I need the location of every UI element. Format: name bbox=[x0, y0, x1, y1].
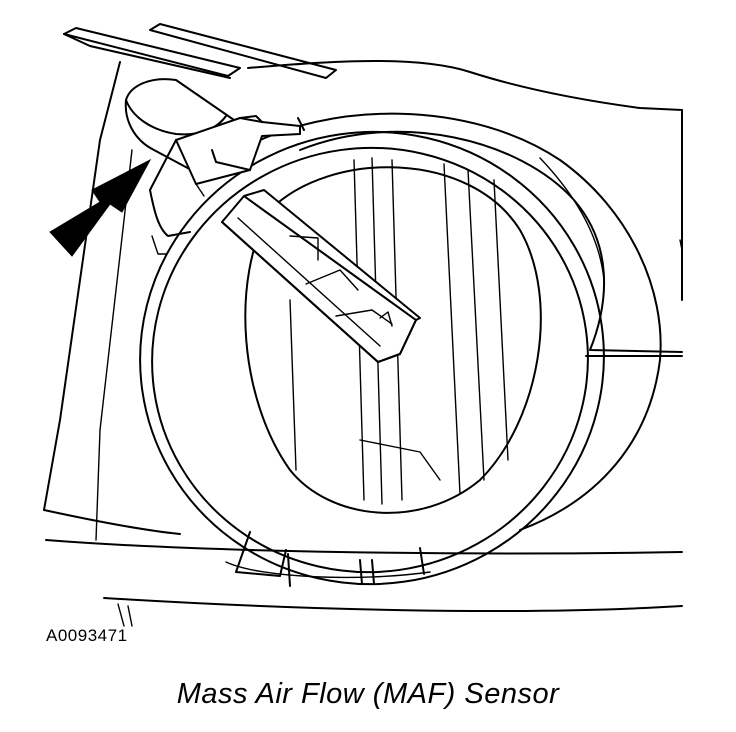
sensor-flange bbox=[139, 130, 605, 587]
air-duct bbox=[239, 112, 683, 531]
figure-caption: Mass Air Flow (MAF) Sensor bbox=[176, 678, 560, 710]
arrow-icon bbox=[49, 158, 152, 257]
sensor-connector bbox=[124, 78, 305, 255]
figure-reference-code: A0093471 bbox=[46, 626, 128, 645]
sensor-element bbox=[221, 189, 421, 363]
air-cleaner-housing bbox=[43, 23, 683, 627]
